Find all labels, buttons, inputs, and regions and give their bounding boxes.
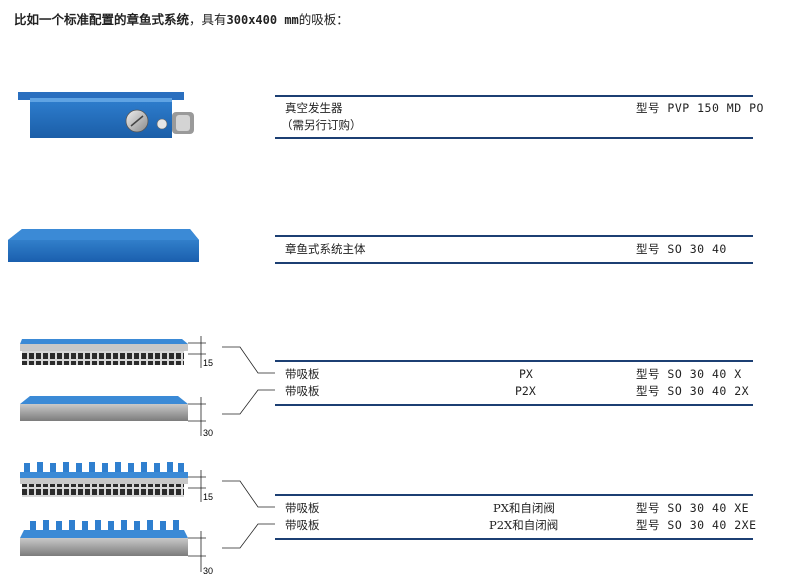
dim-15-b: 15 — [203, 492, 213, 502]
row4-variant-2: P2X和自闭阀 — [489, 518, 559, 532]
row4-variant-1: PX和自闭阀 — [493, 501, 555, 515]
intro-bold: 比如一个标准配置的章鱼式系统 — [14, 12, 190, 27]
row3-variant-1: PX — [519, 367, 533, 381]
row-vacuum-generator: 真空发生器 （需另行订购） 型号 PVP 150 MD PO — [275, 95, 763, 139]
row3-variant-2: P2X — [515, 384, 536, 398]
row-system-body: 章鱼式系统主体 型号 SO 30 40 — [275, 235, 753, 264]
intro-text: 比如一个标准配置的章鱼式系统，具有300x400 mm的吸板： — [14, 9, 349, 28]
vacuum-generator-image — [18, 92, 194, 138]
system-body-image — [8, 229, 199, 262]
row2-model: 型号 SO 30 40 — [636, 242, 727, 256]
row2-name: 章鱼式系统主体 — [285, 242, 366, 256]
intro-normal: ，具有 — [189, 12, 227, 27]
row1-name: 真空发生器 — [285, 101, 343, 115]
row3-model-1: 型号 SO 30 40 X — [636, 367, 742, 381]
dim-30-b: 30 — [203, 566, 213, 576]
row4-model-1: 型号 SO 30 40 XE — [636, 501, 750, 515]
row4-name-2: 带吸板 — [285, 518, 320, 532]
row-plates: 带吸板 PX 型号 SO 30 40 X 带吸板 P2X 型号 SO 30 40… — [275, 360, 753, 406]
row1-model: 型号 PVP 150 MD PO — [636, 101, 764, 115]
dim-15-a: 15 — [203, 358, 213, 368]
dim-30-a: 30 — [203, 428, 213, 438]
dimension-lines — [188, 336, 275, 572]
row1-note: （需另行订购） — [281, 118, 362, 132]
px-plate-image-1 — [20, 339, 188, 365]
p2x-valve-plate-image — [20, 520, 188, 556]
intro-end: 的吸板： — [298, 12, 349, 27]
row-valve-plates: 带吸板 PX和自闭阀 型号 SO 30 40 XE 带吸板 P2X和自闭阀 型号… — [275, 494, 756, 540]
row3-model-2: 型号 SO 30 40 2X — [636, 384, 750, 398]
row4-name-1: 带吸板 — [285, 501, 320, 515]
intro-size: 300x400 mm — [226, 13, 299, 27]
row4-model-2: 型号 SO 30 40 2XE — [636, 518, 757, 532]
row3-name-2: 带吸板 — [285, 384, 320, 398]
row3-name-1: 带吸板 — [285, 367, 320, 381]
p2x-plate-image-1 — [20, 396, 188, 421]
px-valve-plate-image — [20, 462, 188, 497]
